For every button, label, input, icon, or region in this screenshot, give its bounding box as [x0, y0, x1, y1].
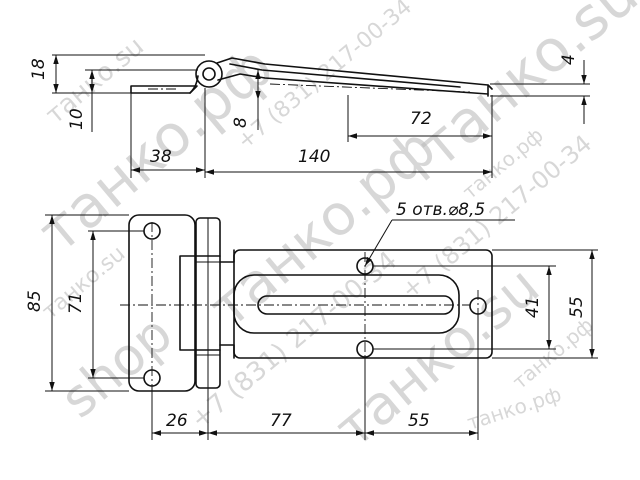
dim-side-plate-offset: 10 — [67, 108, 87, 130]
side-right-leaf-top — [216, 57, 493, 90]
watermark-site-rf: танко.рф — [464, 382, 564, 435]
dim-side-left-leaf: 38 — [150, 147, 172, 167]
dim-side-slot-length: 72 — [410, 109, 432, 129]
holes-leader — [364, 219, 393, 267]
dim-front-height: 85 — [25, 290, 45, 312]
front-view: 85 71 55 41 5 отв.⌀8,5 26 77 55 — [25, 200, 598, 440]
front-left-plate — [128, 214, 196, 392]
holes-note: 5 отв.⌀8,5 — [396, 200, 485, 220]
side-knuckle-pin — [202, 67, 216, 81]
front-slot-outer — [233, 274, 460, 334]
dim-side-tip-thickness: 4 — [559, 54, 579, 65]
watermark-shop: shop — [50, 304, 184, 430]
dim-bottom-hole-span: 55 — [408, 411, 430, 431]
dim-side-right-leaf: 140 — [298, 147, 330, 167]
dim-side-height-total: 18 — [29, 58, 49, 80]
dim-front-leaf-height: 55 — [567, 296, 587, 318]
side-right-centerline — [269, 83, 471, 93]
dim-side-leaf-height: 8 — [231, 117, 251, 128]
watermark-site-su: танко.su — [40, 32, 150, 131]
dim-bottom-to-hole: 77 — [270, 411, 292, 431]
side-knuckle-outer — [195, 60, 223, 88]
dim-bottom-knuckle: 26 — [166, 411, 188, 431]
side-view: 18 10 8 4 72 38 140 — [29, 54, 590, 178]
side-right-leaf-mid — [229, 63, 461, 88]
side-right-leaf-bottom — [217, 73, 489, 95]
dim-front-slot-spacing: 41 — [523, 296, 543, 318]
side-knuckle-neck — [189, 75, 199, 94]
dim-front-hole-spacing: 71 — [66, 292, 86, 314]
front-leaf-neck — [179, 255, 221, 351]
